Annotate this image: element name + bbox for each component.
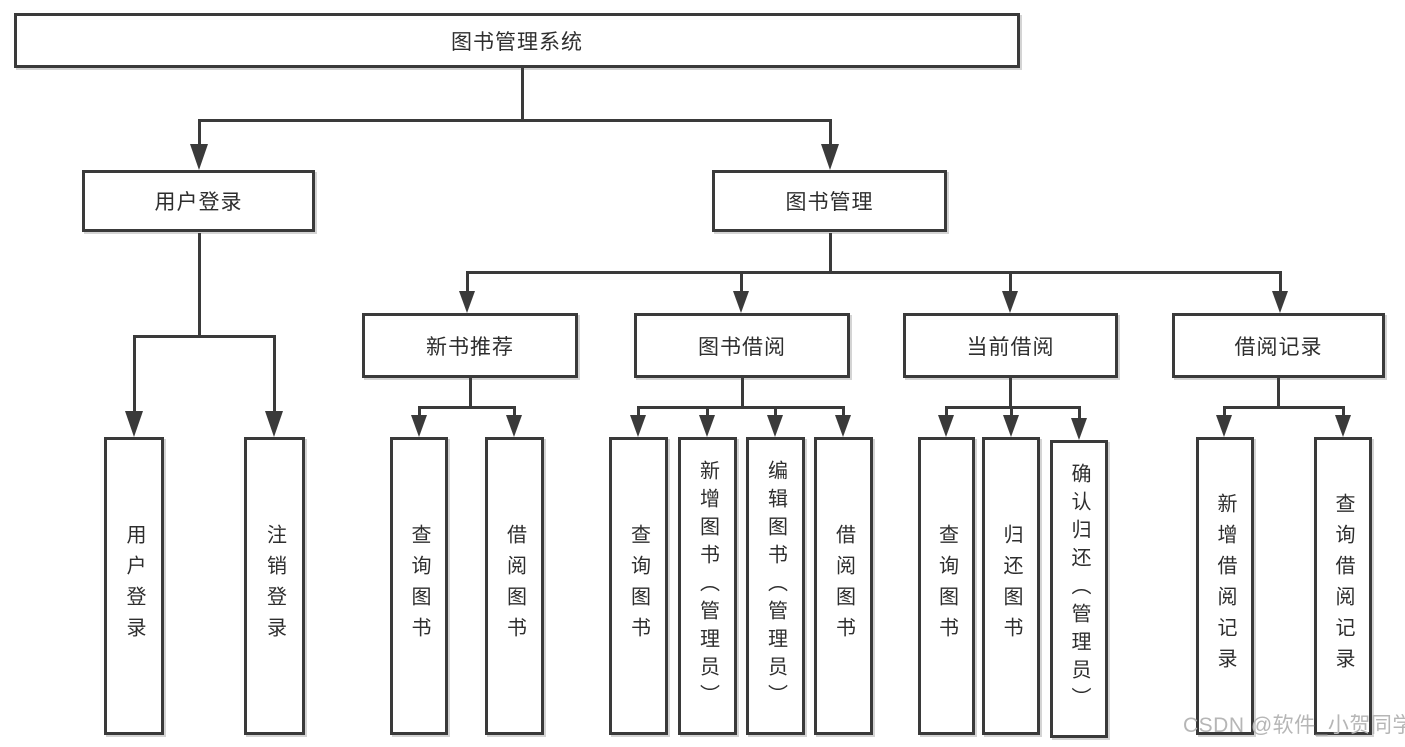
- connector-root-branch: [198, 119, 832, 122]
- node-root-system: 图书管理系统: [14, 13, 1020, 68]
- leaf-recommend-borrow-books: 借阅图书: [485, 437, 544, 735]
- connector-drop-leaf-logout: [273, 335, 276, 413]
- connector-book-management-branch: [466, 271, 1281, 274]
- connector-borrow-records-branch: [1223, 406, 1345, 409]
- connector-drop-br-query: [1342, 406, 1345, 418]
- connector-user-login-stem: [198, 233, 201, 337]
- node-book-management-label: 图书管理: [785, 191, 874, 214]
- connector-drop-br-add: [1223, 406, 1226, 418]
- connector-drop-cb-return: [1010, 406, 1013, 418]
- csdn-watermark: CSDN @软件_小贺同学: [1183, 714, 1405, 737]
- connector-drop-book-borrow: [740, 271, 743, 293]
- leaf-recommend-borrow-books-label: 借阅图书: [503, 524, 526, 648]
- arrow-down-book-management: [821, 144, 839, 170]
- leaf-borrow-query-books: 查询图书: [609, 437, 668, 735]
- arrow-down-leaf-logout: [265, 411, 283, 437]
- connector-drop-book-management: [829, 119, 832, 147]
- leaf-user-login: 用户登录: [104, 437, 164, 735]
- connector-borrow-records-stem: [1277, 378, 1280, 408]
- leaf-borrow-books: 借阅图书: [814, 437, 873, 735]
- connector-drop-cb-confirm: [1078, 406, 1081, 420]
- leaf-user-login-label: 用户登录: [123, 524, 145, 648]
- node-borrow-records-label: 借阅记录: [1234, 335, 1323, 359]
- leaf-recommend-query-books-label: 查询图书: [408, 524, 430, 648]
- connector-current-borrow-branch: [945, 406, 1080, 409]
- connector-drop-bb-borrow: [842, 406, 845, 418]
- leaf-query-borrow-record: 查询借阅记录: [1314, 437, 1372, 735]
- leaf-confirm-return-admin-label: 确认归还（管理员）: [1068, 463, 1090, 715]
- arrow-down-cb-query: [938, 415, 954, 437]
- connector-drop-nb-query: [418, 406, 421, 418]
- node-book-borrow-label: 图书借阅: [698, 335, 786, 359]
- arrow-down-user-login: [190, 144, 208, 170]
- leaf-recommend-query-books: 查询图书: [390, 437, 448, 735]
- arrow-down-book-borrow: [733, 291, 749, 313]
- arrow-down-br-query: [1335, 415, 1351, 437]
- connector-current-borrow-stem: [1009, 378, 1012, 408]
- connector-drop-nb-borrow: [513, 406, 516, 418]
- leaf-edit-books-admin: 编辑图书（管理员）: [746, 437, 805, 735]
- arrow-down-new-book: [459, 291, 475, 313]
- node-new-book-recommend: 新书推荐: [362, 313, 578, 378]
- node-book-management: 图书管理: [712, 170, 947, 232]
- leaf-borrow-books-label: 借阅图书: [832, 524, 855, 648]
- leaf-current-query-books-label: 查询图书: [935, 524, 958, 648]
- leaf-return-books-label: 归还图书: [1000, 524, 1022, 648]
- arrow-down-bb-query: [630, 415, 646, 437]
- node-book-borrow: 图书借阅: [634, 313, 850, 378]
- connector-drop-leaf-user-login: [133, 335, 136, 413]
- connector-drop-cb-query: [945, 406, 948, 418]
- node-current-borrow-label: 当前借阅: [966, 335, 1055, 359]
- node-user-login: 用户登录: [82, 170, 315, 232]
- connector-book-borrow-branch: [637, 406, 844, 409]
- leaf-add-borrow-record-label: 新增借阅记录: [1214, 493, 1236, 679]
- node-user-login-label: 用户登录: [154, 191, 243, 214]
- connector-book-borrow-stem: [741, 378, 744, 408]
- arrow-down-current-borrow: [1002, 291, 1018, 313]
- arrow-down-br-add: [1216, 415, 1232, 437]
- arrow-down-bb-edit: [767, 415, 783, 437]
- arrow-down-bb-add: [699, 415, 715, 437]
- connector-new-book-branch: [418, 406, 516, 409]
- connector-drop-bb-add: [706, 406, 709, 418]
- arrow-down-bb-borrow: [835, 415, 851, 437]
- arrow-down-cb-confirm: [1071, 418, 1087, 440]
- leaf-add-books-admin: 新增图书（管理员）: [678, 437, 737, 735]
- arrow-down-leaf-user-login: [125, 411, 143, 437]
- leaf-logout: 注销登录: [244, 437, 305, 735]
- connector-drop-bb-edit: [774, 406, 777, 418]
- leaf-add-books-admin-label: 新增图书（管理员）: [696, 460, 719, 712]
- leaf-borrow-query-books-label: 查询图书: [627, 524, 650, 648]
- connector-drop-user-login: [198, 119, 201, 147]
- arrow-down-nb-query: [411, 415, 427, 437]
- node-current-borrow: 当前借阅: [903, 313, 1118, 378]
- connector-drop-borrow-records: [1279, 271, 1282, 293]
- leaf-query-borrow-record-label: 查询借阅记录: [1332, 493, 1354, 679]
- leaf-current-query-books: 查询图书: [918, 437, 975, 735]
- arrow-down-cb-return: [1003, 415, 1019, 437]
- node-root-label: 图书管理系统: [451, 30, 583, 54]
- arrow-down-borrow-records: [1272, 291, 1288, 313]
- connector-new-book-stem: [469, 378, 472, 408]
- connector-user-login-branch: [133, 335, 275, 338]
- leaf-logout-label: 注销登录: [263, 524, 286, 648]
- connector-book-management-stem: [829, 233, 832, 273]
- node-borrow-records: 借阅记录: [1172, 313, 1385, 378]
- connector-drop-bb-query: [637, 406, 640, 418]
- leaf-return-books: 归还图书: [982, 437, 1040, 735]
- leaf-add-borrow-record: 新增借阅记录: [1196, 437, 1254, 735]
- connector-drop-current-borrow: [1009, 271, 1012, 293]
- connector-root-stem: [521, 68, 524, 121]
- node-new-book-recommend-label: 新书推荐: [426, 335, 514, 359]
- arrow-down-nb-borrow: [506, 415, 522, 437]
- connector-drop-new-book: [466, 271, 469, 293]
- leaf-edit-books-admin-label: 编辑图书（管理员）: [764, 460, 787, 712]
- leaf-confirm-return-admin: 确认归还（管理员）: [1050, 440, 1108, 738]
